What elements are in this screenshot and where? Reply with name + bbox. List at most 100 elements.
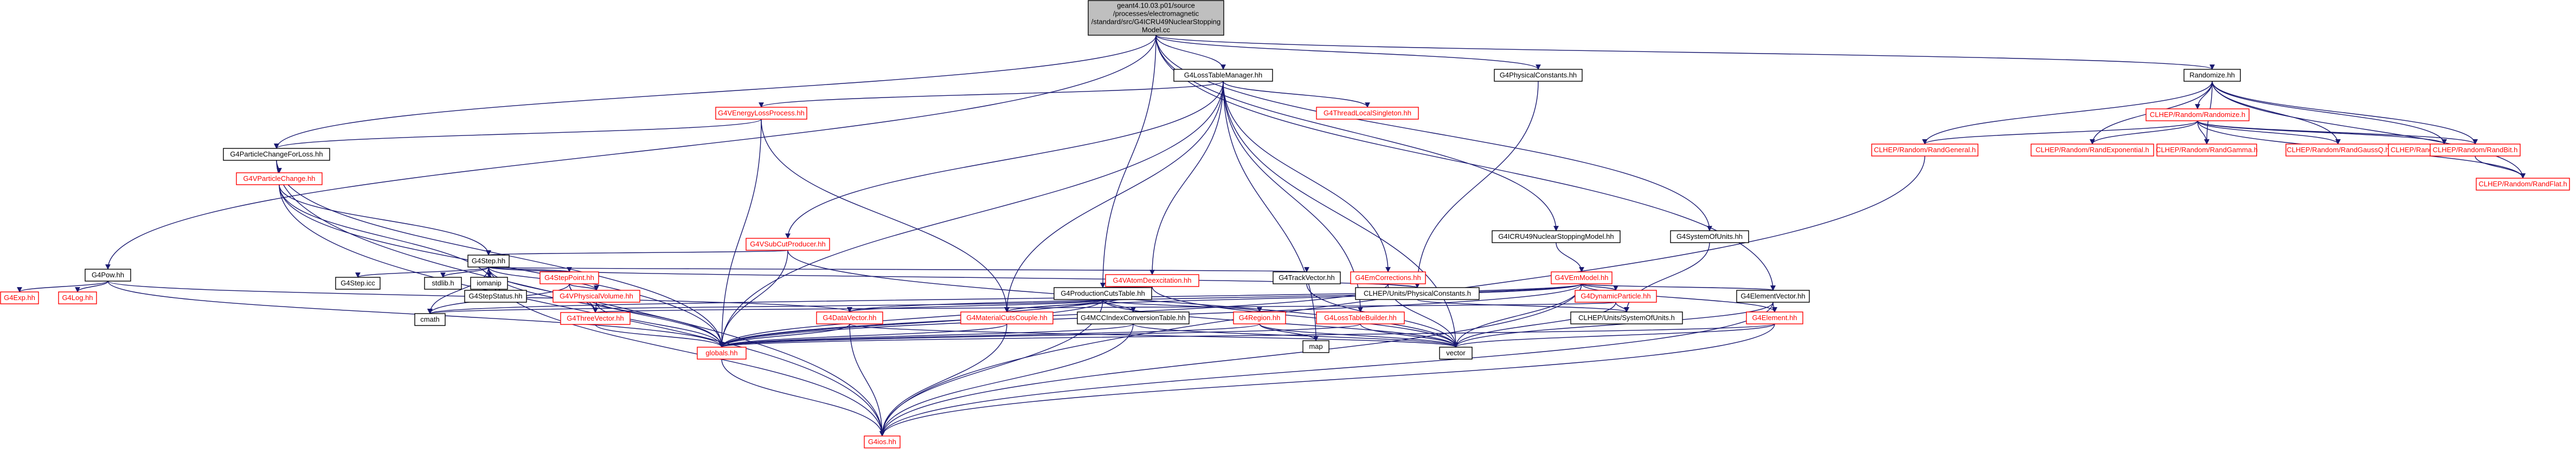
node-label: G4DataVector.hh xyxy=(823,314,876,322)
edge-g4datavector-to-globals xyxy=(719,323,850,348)
edge-clheprandomize-to-randexp xyxy=(2090,120,2198,145)
node-label: G4ProductionCutsTable.hh xyxy=(1061,289,1145,297)
node-g4stepicc[interactable]: G4Step.icc xyxy=(335,277,381,290)
node-randbit[interactable]: CLHEP/Random/RandBit.h xyxy=(2430,144,2521,157)
node-g4vad[interactable]: G4VAtomDeexcitation.hh xyxy=(1105,274,1199,287)
node-box xyxy=(864,435,901,448)
node-box xyxy=(1316,311,1405,324)
node-label: G4ThreadLocalSingleton.hh xyxy=(1324,109,1411,117)
node-randgamma[interactable]: CLHEP/Random/RandGamma.h xyxy=(2156,144,2258,157)
node-label: G4ThreeVector.hh xyxy=(567,314,624,322)
edge-randomize-to-randbit xyxy=(2212,81,2478,145)
node-label: G4ios.hh xyxy=(868,438,896,446)
node-g4mcc[interactable]: G4MaterialCutsCouple.hh xyxy=(960,311,1053,324)
node-g4pct[interactable]: G4ProductionCutsTable.hh xyxy=(1053,287,1152,300)
node-box xyxy=(1746,311,1803,324)
node-label: Randomize.hh xyxy=(2189,71,2235,79)
node-randomize[interactable]: Randomize.hh xyxy=(2183,69,2241,82)
edge-g4ltb-to-vector xyxy=(1360,323,1459,348)
node-root[interactable]: geant4.10.03.p01/source/processes/electr… xyxy=(1088,0,1224,36)
edge-g4vemmodel-to-cmath xyxy=(427,283,1582,314)
node-vector[interactable]: vector xyxy=(1439,347,1473,360)
node-g4ltm[interactable]: G4LossTableManager.hh xyxy=(1173,69,1273,82)
node-clhepsysunits[interactable]: CLHEP/Units/SystemOfUnits.h xyxy=(1570,311,1683,324)
edge-g4icru-to-g4vemmodel xyxy=(1556,242,1584,272)
node-g4step[interactable]: G4Step.hh xyxy=(467,255,510,268)
node-g4steppoint[interactable]: G4StepPoint.hh xyxy=(539,271,599,284)
node-g4element[interactable]: G4Element.hh xyxy=(1746,311,1803,324)
node-label: G4LossTableManager.hh xyxy=(1184,71,1263,79)
node-g4ios[interactable]: G4ios.hh xyxy=(864,435,901,448)
node-box xyxy=(1053,287,1152,300)
node-g4stepstatus[interactable]: G4StepStatus.hh xyxy=(464,290,527,303)
node-g4vemmodel[interactable]: G4VEmModel.hh xyxy=(1551,271,1613,284)
node-box xyxy=(697,347,747,360)
node-label: G4VEmModel.hh xyxy=(1555,274,1609,282)
node-g4emcorr[interactable]: G4EmCorrections.hh xyxy=(1350,271,1426,284)
node-stdlib[interactable]: stdlib.h xyxy=(424,277,462,290)
node-g4physconst[interactable]: G4PhysicalConstants.hh xyxy=(1494,69,1583,82)
node-label: G4Pow.hh xyxy=(92,271,124,279)
node-g4ltb[interactable]: G4LossTableBuilder.hh xyxy=(1316,311,1405,324)
edge-g4pct-to-g4datavector xyxy=(847,299,1103,313)
node-box xyxy=(424,277,462,290)
node-randgeneral[interactable]: CLHEP/Random/RandGeneral.h xyxy=(1871,144,1978,157)
node-g4log[interactable]: G4Log.hh xyxy=(58,291,97,304)
edge-g4ltm-to-g4velp xyxy=(759,81,1224,108)
node-g4elemvec[interactable]: G4ElementVector.hh xyxy=(1736,290,1810,303)
node-g4vscp[interactable]: G4VSubCutProducer.hh xyxy=(746,238,830,251)
node-label: G4Region.hh xyxy=(1239,314,1281,322)
node-randflat[interactable]: CLHEP/Random/RandFlat.h xyxy=(2476,178,2570,191)
node-g4sysunits[interactable]: G4SystemOfUnits.hh xyxy=(1670,230,1749,243)
node-g4vpv[interactable]: G4VPhysicalVolume.hh xyxy=(553,290,640,303)
edge-g4velp-to-g4pcfl xyxy=(274,119,762,149)
node-cmath[interactable]: cmath xyxy=(414,313,446,326)
node-label: CLHEP/Random/RandGamma.h xyxy=(2156,146,2258,154)
node-box xyxy=(1492,230,1621,243)
node-box xyxy=(58,291,97,304)
node-g4velp[interactable]: G4VEnergyLossProcess.hh xyxy=(715,107,807,120)
node-g4datavector[interactable]: G4DataVector.hh xyxy=(816,311,883,324)
node-g4pcfl[interactable]: G4ParticleChangeForLoss.hh xyxy=(223,148,330,161)
node-iomanip[interactable]: iomanip xyxy=(470,277,508,290)
edge-g4region-to-globals xyxy=(719,323,1260,348)
node-randgaussq[interactable]: CLHEP/Random/RandGaussQ.h xyxy=(2285,144,2391,157)
node-g4dynpart[interactable]: G4DynamicParticle.hh xyxy=(1575,290,1657,303)
edge-g4pct-to-g4region xyxy=(1102,299,1262,313)
edge-g4ltm-to-g4ltb xyxy=(1223,81,1363,313)
node-label: stdlib.h xyxy=(432,279,454,287)
node-g4tls[interactable]: G4ThreadLocalSingleton.hh xyxy=(1316,107,1419,120)
node-g4trackvector[interactable]: G4TrackVector.hh xyxy=(1273,271,1341,284)
node-label: G4StepStatus.hh xyxy=(468,292,522,300)
edge-g4mcc-to-globals xyxy=(719,323,1007,348)
edge-g4vad-to-vector xyxy=(1152,286,1459,348)
node-g4icru[interactable]: G4ICRU49NuclearStoppingModel.hh xyxy=(1492,230,1621,243)
node-g4pow[interactable]: G4Pow.hh xyxy=(85,269,131,282)
node-box xyxy=(1273,271,1341,284)
node-box xyxy=(470,277,508,290)
edge-root-to-randomize xyxy=(1155,35,2215,70)
node-g4threevector[interactable]: G4ThreeVector.hh xyxy=(560,312,631,325)
node-box xyxy=(1088,0,1224,36)
edge-clheprandomize-to-randpoissonq xyxy=(2197,120,2447,145)
node-g4exp[interactable]: G4Exp.hh xyxy=(0,291,39,304)
edge-g4pow-to-g4exp xyxy=(17,281,108,292)
node-label: CLHEP/Random/RandGaussQ.h xyxy=(2286,146,2389,154)
edge-g4vemmodel-to-g4ios xyxy=(879,283,1582,437)
edge-root-to-g4pcfl xyxy=(274,35,1157,149)
edge-randomize-to-randgeneral xyxy=(1922,81,2213,145)
node-box xyxy=(1077,311,1190,324)
edge-g4vemmodel-to-g4elemvec xyxy=(1581,283,1776,291)
node-label: G4MaterialCutsCouple.hh xyxy=(966,314,1048,322)
node-randexp[interactable]: CLHEP/Random/RandExponential.h xyxy=(2031,144,2154,157)
node-globals[interactable]: globals.hh xyxy=(697,347,747,360)
node-clheprandomize[interactable]: CLHEP/Random/Randomize.h xyxy=(2145,108,2250,121)
node-label: G4Step.icc xyxy=(341,279,375,287)
node-map[interactable]: map xyxy=(1302,340,1329,353)
node-clhepphysconst[interactable]: CLHEP/Units/PhysicalConstants.h xyxy=(1355,287,1480,300)
node-g4region[interactable]: G4Region.hh xyxy=(1233,311,1286,324)
edge-clheprandomize-to-randgamma xyxy=(2197,120,2209,145)
node-g4mcct[interactable]: G4MCCIndexConversionTable.hh xyxy=(1077,311,1190,324)
node-g4vpc[interactable]: G4VParticleChange.hh xyxy=(236,172,323,185)
edge-g4datavector-to-vector xyxy=(849,323,1459,348)
